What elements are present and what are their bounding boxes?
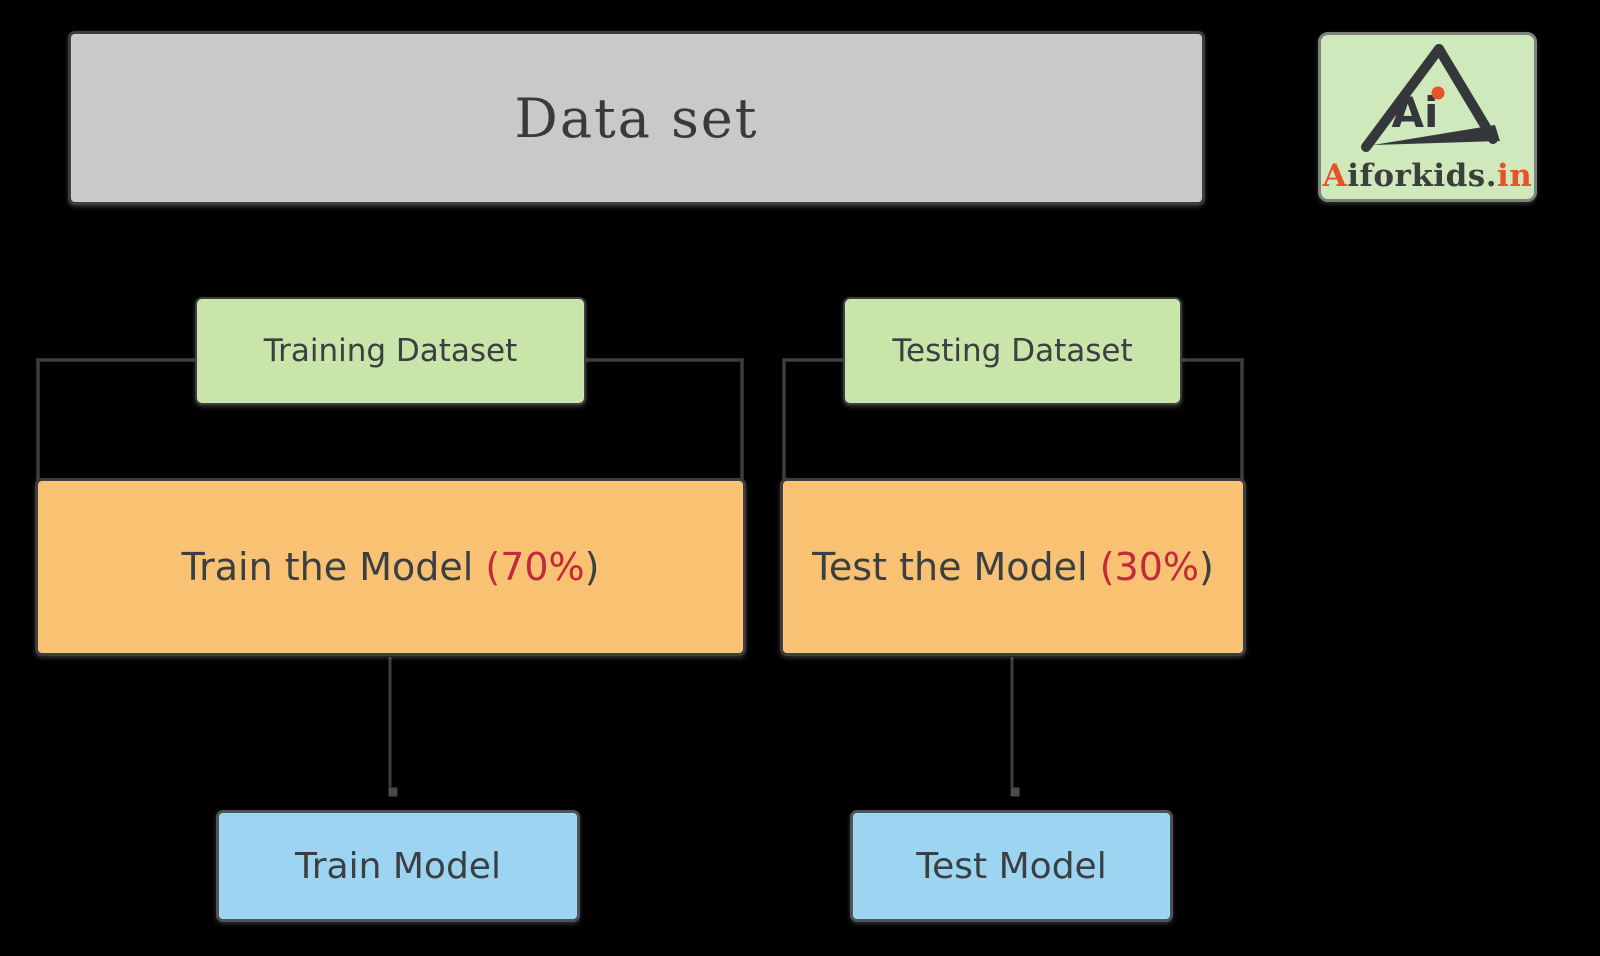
test-the-model-box: Test the Model (30%) [780,478,1246,656]
train-the-model-label: Train the Model (70%) [181,545,600,589]
connector-testing-right [1180,358,1244,480]
aiforkids-triangle-icon: Ai [1360,44,1500,152]
dataset-label: Data set [514,86,759,150]
train-model-box: Train Model [216,810,580,922]
dataset-box: Data set [68,31,1205,205]
connector-training-right [584,358,744,480]
brand-part-mid: iforkids. [1347,158,1498,194]
logo-i-dot [1431,86,1444,100]
training-dataset-label: Training Dataset [263,333,518,369]
brand-wordmark: Aiforkids.in [1323,161,1533,192]
connector-training-left [36,358,197,480]
brand-part-a: A [1322,158,1348,194]
testing-dataset-label: Testing Dataset [892,333,1133,369]
train-percentage: (70% [485,545,585,589]
testing-dataset-box: Testing Dataset [843,297,1182,405]
test-the-model-label: Test the Model (30%) [812,545,1214,589]
connector-testing-left [782,358,845,480]
train-model-label: Train Model [295,845,501,887]
aiforkids-logo-badge: Ai Aiforkids.in [1318,32,1537,202]
test-model-label: Test Model [916,845,1107,887]
training-dataset-box: Training Dataset [195,297,586,405]
brand-part-in: in [1497,158,1533,194]
logo-monogram: Ai [1391,88,1438,137]
train-the-model-box: Train the Model (70%) [35,478,746,656]
test-model-box: Test Model [850,810,1173,922]
test-percentage: (30% [1099,545,1199,589]
